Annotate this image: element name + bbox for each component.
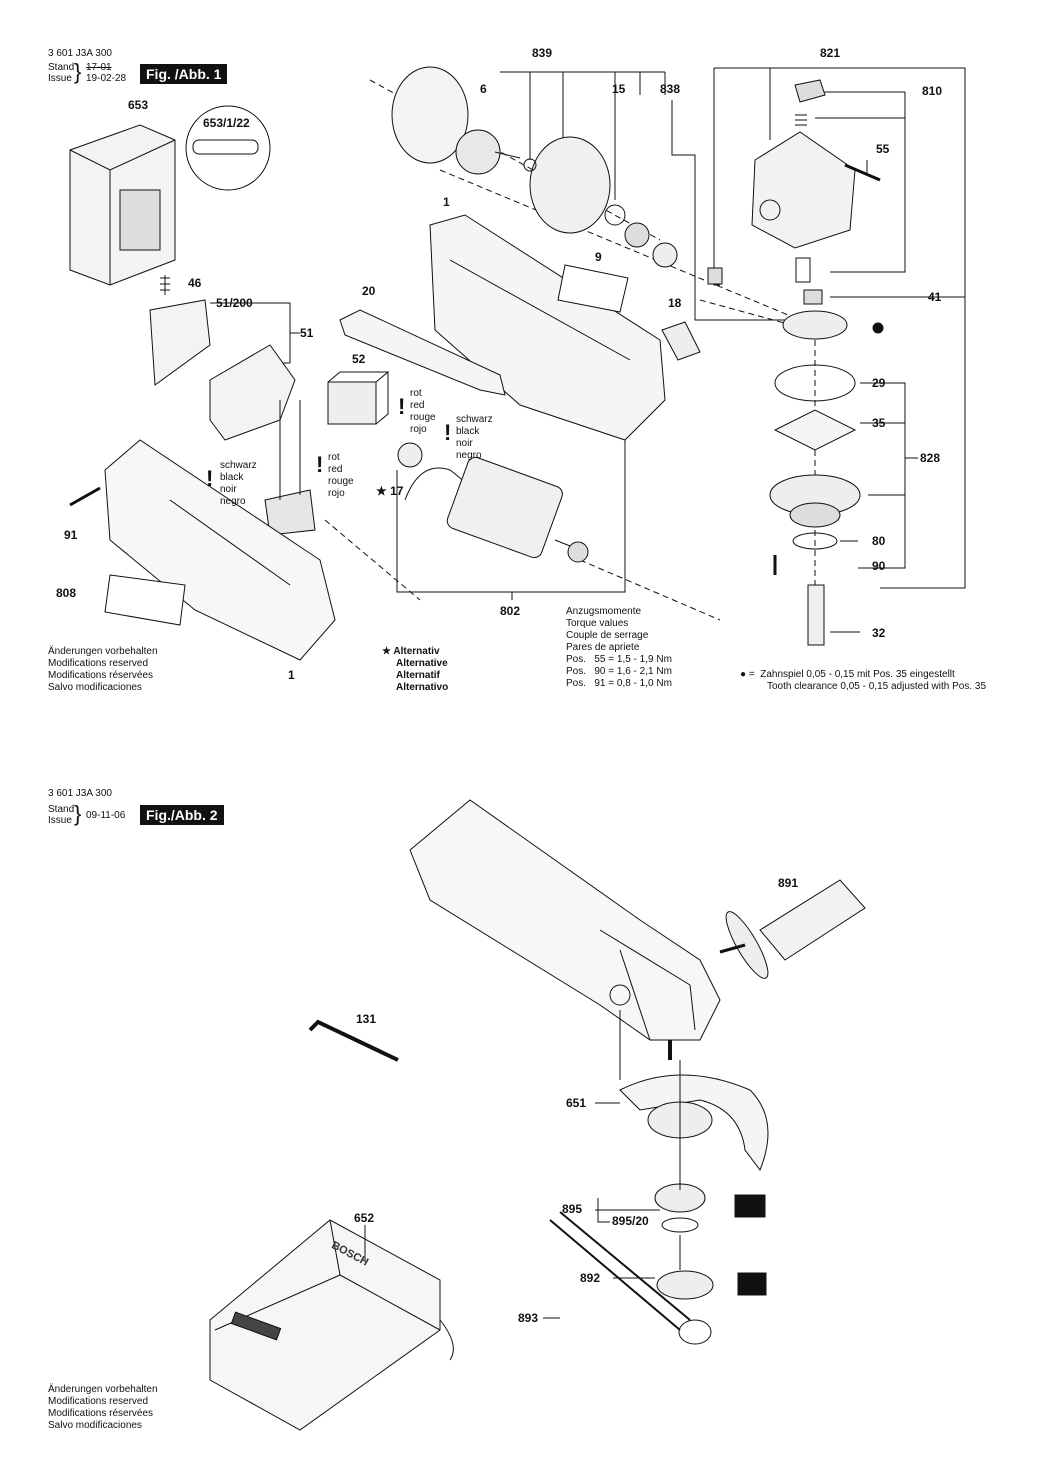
callout-90: 90 xyxy=(872,559,886,573)
fig2-issue-label: Issue xyxy=(48,815,72,826)
fig2-issue-date: 09-11-06 xyxy=(86,810,126,821)
callout-51: 51 xyxy=(300,326,314,340)
callout-828: 828 xyxy=(920,451,941,465)
warning-icon-2: ! xyxy=(316,452,324,477)
callout-29: 29 xyxy=(872,376,886,390)
callout-810: 810 xyxy=(922,84,943,98)
callout-51-200: 51/200 xyxy=(216,296,253,310)
alternativ-legend: ★ Alternativ Alternative Alternatif Alte… xyxy=(382,646,449,693)
callout-46: 46 xyxy=(188,276,202,290)
callout-802: 802 xyxy=(500,604,521,618)
fig1-part-number: 3 601 J3A 300 xyxy=(48,48,112,59)
callout-80: 80 xyxy=(872,534,886,548)
callout-6: 6 xyxy=(480,82,487,96)
callout-891: 891 xyxy=(778,876,799,890)
fig2-brace: } xyxy=(74,801,82,826)
callout-9: 9 xyxy=(595,250,602,264)
callout-17: ★ 17 xyxy=(376,484,404,498)
callout-893: 893 xyxy=(518,1311,539,1325)
callout-892: 892 xyxy=(580,1271,601,1285)
callout-15: 15 xyxy=(612,82,626,96)
callout-1-top: 1 xyxy=(443,195,450,209)
fig1-issue-label: Issue xyxy=(48,73,72,84)
callout-838: 838 xyxy=(660,82,681,96)
callout-32: 32 xyxy=(872,626,886,640)
callout-20: 20 xyxy=(362,284,376,298)
callout-653-1-22: 653/1/22 xyxy=(203,116,250,130)
fig1-issue-date: 19-02-28 xyxy=(86,73,127,84)
fig1-title: Fig. /Abb. 1 xyxy=(140,64,228,84)
callout-895-20: 895/20 xyxy=(612,1214,649,1228)
callout-651: 651 xyxy=(566,1096,587,1110)
callout-839: 839 xyxy=(532,46,553,60)
callout-131: 131 xyxy=(356,1012,377,1026)
callout-18: 18 xyxy=(668,296,682,310)
callout-1-bottom: 1 xyxy=(288,668,295,682)
fig2-part-number: 3 601 J3A 300 xyxy=(48,788,112,799)
callout-821: 821 xyxy=(820,46,841,60)
callout-653: 653 xyxy=(128,98,149,112)
fig2-title: Fig./Abb. 2 xyxy=(140,805,224,825)
fig1-stand-old: 17-01 xyxy=(86,62,112,73)
warning-icon-4: ! xyxy=(444,420,452,445)
callout-52: 52 xyxy=(352,352,366,366)
callout-652: 652 xyxy=(354,1211,375,1225)
tooth-clearance-note: ● = Zahnspiel 0,05 - 0,15 mit Pos. 35 ei… xyxy=(740,669,987,692)
callout-895: 895 xyxy=(562,1202,583,1216)
warning-icon-1: ! xyxy=(206,466,214,491)
callout-55: 55 xyxy=(876,142,890,156)
warning-icon-3: ! xyxy=(398,394,406,419)
fig1-brace: } xyxy=(74,59,82,84)
callout-41: 41 xyxy=(928,290,942,304)
callout-35: 35 xyxy=(872,416,886,430)
callout-91: 91 xyxy=(64,528,78,542)
fig1-stand-label: Stand xyxy=(48,62,75,73)
callout-808: 808 xyxy=(56,586,77,600)
fig2-stand-label: Stand xyxy=(48,804,75,815)
